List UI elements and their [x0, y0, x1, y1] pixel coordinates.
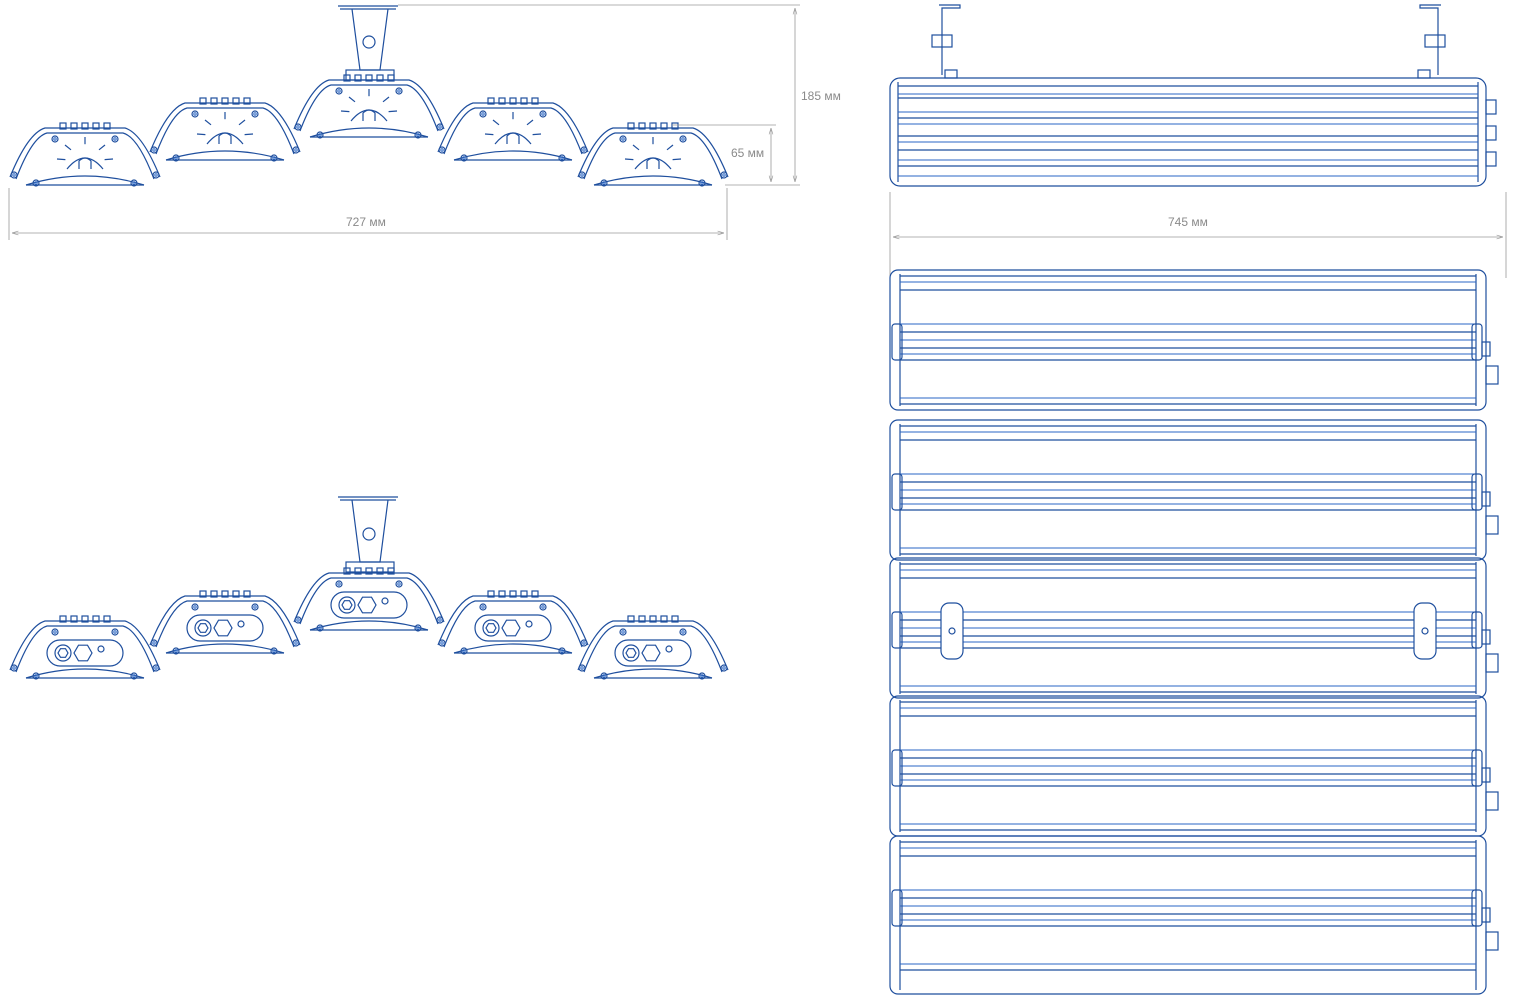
dimension-module-height: 65 мм — [672, 124, 776, 182]
width-front-label: 727 мм — [346, 215, 386, 229]
front-modules — [9, 74, 729, 187]
front-view-bottom — [9, 496, 729, 680]
gland — [1485, 791, 1499, 811]
module-rear-3 — [293, 567, 445, 632]
gland — [1485, 653, 1499, 673]
module-rear-4 — [437, 590, 589, 655]
module-light-3 — [293, 74, 445, 139]
gland — [1485, 931, 1499, 951]
top-module-4 — [889, 695, 1499, 837]
side-view — [889, 4, 1497, 187]
top-modules — [889, 269, 1499, 995]
dimension-height-total: 185 мм — [398, 4, 841, 186]
rear-modules — [9, 567, 729, 680]
top-module-2 — [889, 419, 1499, 561]
side-profile-lines — [898, 85, 1478, 177]
module-height-label: 65 мм — [731, 146, 764, 160]
mount-bracket — [338, 5, 398, 81]
module-light-5 — [577, 122, 729, 187]
top-module-3 — [889, 557, 1499, 699]
module-light-1 — [9, 122, 161, 187]
top-module-1 — [889, 269, 1499, 411]
module-rear-2 — [149, 590, 301, 655]
module-rear-1 — [9, 615, 161, 680]
top-module-5 — [889, 835, 1499, 995]
top-view — [889, 269, 1499, 995]
dimension-width-front: 727 мм — [8, 188, 728, 240]
gland — [1485, 515, 1499, 535]
module-light-2 — [149, 97, 301, 162]
height-total-label: 185 мм — [801, 89, 841, 103]
gland — [1485, 365, 1499, 385]
dimension-length-top: 745 мм — [889, 192, 1507, 278]
front-view-top — [9, 5, 729, 187]
module-light-4 — [437, 97, 589, 162]
mounting-bar — [940, 602, 1437, 660]
module-rear-5 — [577, 615, 729, 680]
length-top-label: 745 мм — [1168, 215, 1208, 229]
mount-bracket-2 — [338, 496, 398, 573]
